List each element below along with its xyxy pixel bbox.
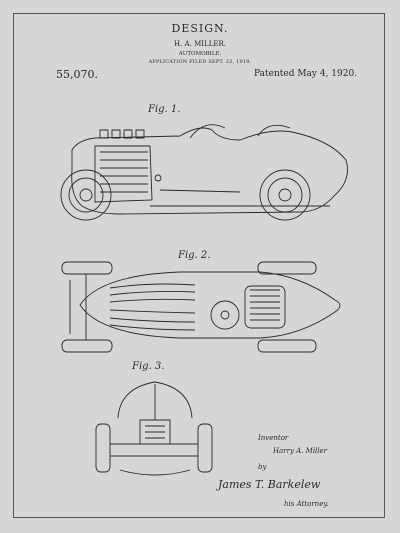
by-label: by xyxy=(258,463,267,471)
drawing-border xyxy=(13,13,385,518)
header-filing-date: APPLICATION FILED SEPT. 22, 1919. xyxy=(148,59,252,65)
header-title: DESIGN. xyxy=(171,22,229,35)
attorney-signature: James T. Barkelew xyxy=(218,478,321,491)
header-inventor: H. A. MILLER. xyxy=(174,40,226,48)
fig3-front-view-drawing xyxy=(96,382,212,475)
patent-number: 55,070. xyxy=(56,68,98,81)
attorney-caption: his Attorney. xyxy=(284,500,329,508)
fig1-side-view-drawing xyxy=(61,125,348,220)
inventor-caption: Inventor xyxy=(258,434,289,442)
header-invention: AUTOMOBILE. xyxy=(178,51,222,57)
inventor-name: Harry A. Miller xyxy=(273,447,328,455)
fig2-label: Fig. 2. xyxy=(178,250,211,261)
fig2-top-view-drawing xyxy=(62,262,340,352)
fig1-label: Fig. 1. xyxy=(148,104,181,115)
fig3-label: Fig. 3. xyxy=(132,361,165,372)
patent-date: Patented May 4, 1920. xyxy=(254,69,358,79)
